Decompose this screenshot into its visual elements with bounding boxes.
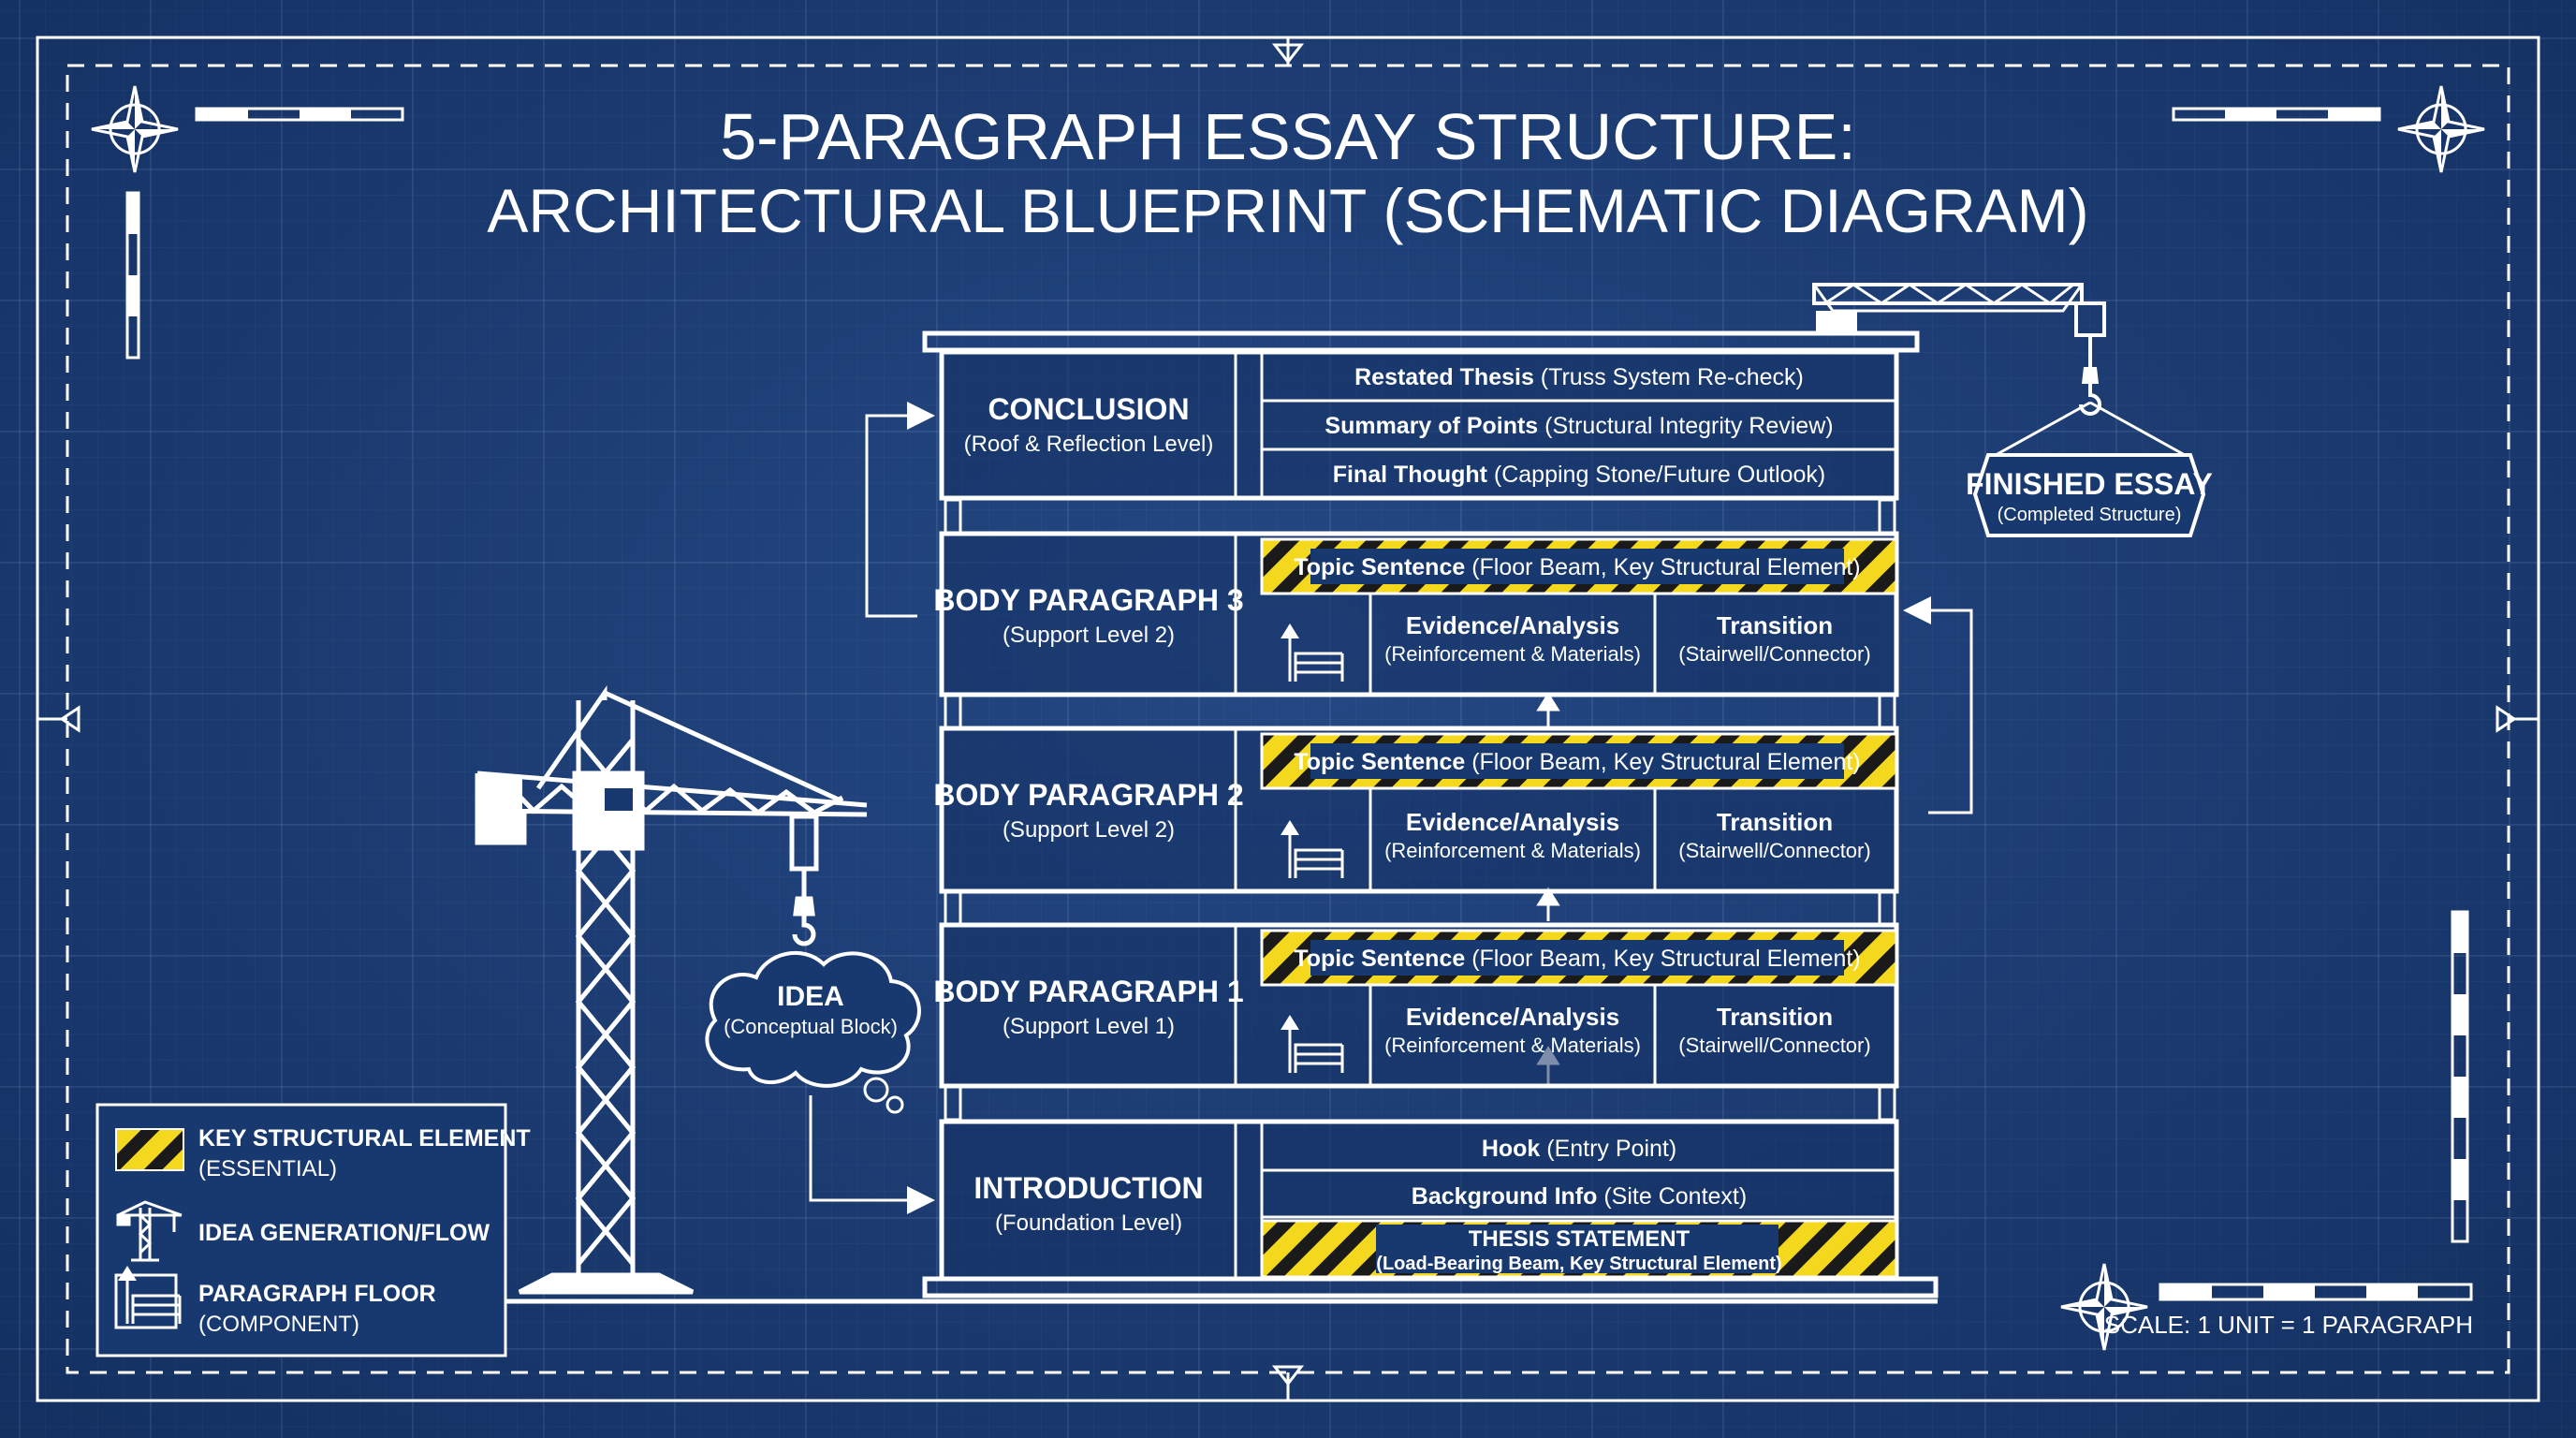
- legend: KEY STRUCTURAL ELEMENT (ESSENTIAL) IDEA …: [95, 1103, 531, 1357]
- flow-arrows: [809, 402, 1973, 1214]
- thesis-statement-sublabel: (Load-Bearing Beam, Key Structural Eleme…: [1376, 1254, 1781, 1274]
- conclusion-subtitle: (Roof & Reflection Level): [964, 432, 1214, 457]
- evidence-sublabel: (Reinforcement & Materials): [1384, 642, 1641, 666]
- title-line-2: ARCHITECTURAL BLUEPRINT (SCHEMATIC DIAGR…: [487, 176, 2088, 245]
- scale-bar-bottom-right: [2159, 1283, 2473, 1301]
- transition-sublabel: (Stairwell/Connector): [1678, 839, 1870, 862]
- topic-sentence-label: Topic Sentence (Floor Beam, Key Structur…: [1294, 749, 1860, 775]
- idea-subtitle: (Conceptual Block): [724, 1015, 898, 1038]
- transition-label: Transition: [1717, 808, 1833, 836]
- roof-crane: [1812, 283, 2186, 457]
- compass-rose-icon: [90, 84, 180, 174]
- body-paragraph-2-subtitle: (Support Level 2): [1003, 817, 1175, 843]
- scale-bar-top-right: [2172, 107, 2381, 122]
- legend-idea-flow-label: IDEA GENERATION/FLOW: [198, 1220, 490, 1246]
- conclusion-row-final-thought: Final Thought (Capping Stone/Future Outl…: [1333, 462, 1826, 488]
- transition-sublabel: (Stairwell/Connector): [1678, 642, 1870, 666]
- body-paragraph-2-title: BODY PARAGRAPH 2: [933, 778, 1243, 812]
- evidence-label: Evidence/Analysis: [1406, 611, 1619, 639]
- body-paragraph-3-subtitle: (Support Level 2): [1003, 623, 1175, 648]
- body-paragraph-1-subtitle: (Support Level 1): [1003, 1014, 1175, 1039]
- legend-paragraph-floor-sub: (COMPONENT): [198, 1312, 359, 1337]
- introduction-floor: INTRODUCTION (Foundation Level) Hook (En…: [939, 1119, 1899, 1282]
- introduction-subtitle: (Foundation Level): [995, 1211, 1182, 1236]
- conclusion-title: CONCLUSION: [988, 392, 1189, 426]
- conclusion-row-summary: Summary of Points (Structural Integrity …: [1325, 413, 1833, 439]
- thesis-statement-label: THESIS STATEMENT: [1469, 1226, 1690, 1252]
- body-paragraph-2-floor: Topic Sentence (Floor Beam, Key Structur…: [933, 726, 1899, 894]
- title-line-1: 5-PARAGRAPH ESSAY STRUCTURE:: [720, 100, 1856, 173]
- topic-sentence-label: Topic Sentence (Floor Beam, Key Structur…: [1294, 554, 1860, 580]
- idea-title: IDEA: [777, 981, 844, 1012]
- evidence-sublabel: (Reinforcement & Materials): [1384, 1034, 1641, 1057]
- finished-essay-sign: FINISHED ESSAY (Completed Structure): [1966, 453, 2213, 537]
- blueprint-frame: [36, 36, 2540, 1402]
- hook-label: Hook (Entry Point): [1482, 1136, 1676, 1162]
- scale-bar-right-vertical: [2451, 910, 2469, 1243]
- transition-label: Transition: [1717, 1003, 1833, 1031]
- legend-key-element-sub: (ESSENTIAL): [198, 1156, 337, 1181]
- introduction-title: INTRODUCTION: [973, 1171, 1203, 1205]
- legend-key-element-label: KEY STRUCTURAL ELEMENT: [198, 1125, 531, 1152]
- legend-hazard-swatch: [115, 1128, 184, 1171]
- evidence-label: Evidence/Analysis: [1406, 808, 1619, 836]
- conclusion-row-restated-thesis: Restated Thesis (Truss System Re-check): [1354, 364, 1804, 390]
- body-paragraph-1-title: BODY PARAGRAPH 1: [933, 975, 1243, 1008]
- body-paragraph-1-floor: Topic Sentence (Floor Beam, Key Structur…: [933, 922, 1899, 1089]
- evidence-label: Evidence/Analysis: [1406, 1003, 1619, 1031]
- scale-bar-top-left: [125, 107, 404, 360]
- scale-label: SCALE: 1 UNIT = 1 PARAGRAPH: [2104, 1311, 2473, 1339]
- idea-cloud: IDEA (Conceptual Block): [705, 950, 921, 1114]
- evidence-sublabel: (Reinforcement & Materials): [1384, 839, 1641, 862]
- paragraph-floor-icon: [114, 1264, 182, 1329]
- conclusion-floor: CONCLUSION (Roof & Reflection Level) Res…: [939, 349, 1899, 501]
- transition-label: Transition: [1717, 611, 1833, 639]
- crane-icon: [116, 1200, 183, 1262]
- compass-rose-icon: [2396, 84, 2486, 174]
- transition-sublabel: (Stairwell/Connector): [1678, 1034, 1870, 1057]
- finished-essay-subtitle: (Completed Structure): [1998, 505, 2182, 525]
- body-paragraph-3-title: BODY PARAGRAPH 3: [933, 583, 1243, 617]
- finished-essay-title: FINISHED ESSAY: [1966, 467, 2213, 501]
- body-paragraph-3-floor: Topic Sentence (Floor Beam, Key Structur…: [933, 531, 1899, 697]
- topic-sentence-label: Topic Sentence (Floor Beam, Key Structur…: [1294, 946, 1860, 972]
- crane-cabin-fill: [479, 775, 640, 846]
- legend-paragraph-floor-label: PARAGRAPH FLOOR: [198, 1281, 436, 1307]
- background-info-label: Background Info (Site Context): [1412, 1183, 1747, 1210]
